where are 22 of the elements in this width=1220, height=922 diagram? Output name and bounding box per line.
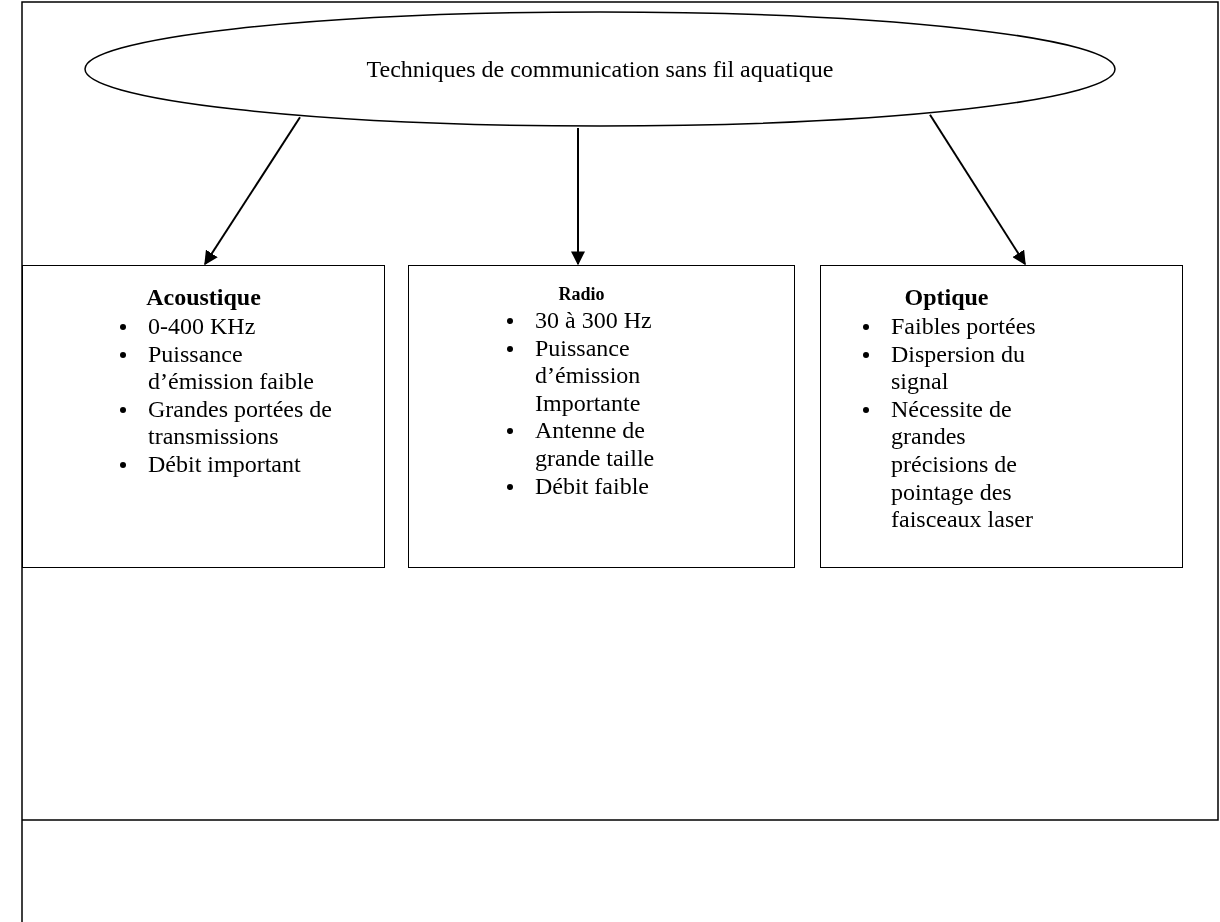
arrow — [204, 116, 301, 266]
arrow — [571, 126, 585, 266]
list-item: Puissance d’émission Importante — [535, 334, 641, 416]
category-heading: Radio — [557, 284, 606, 305]
category-box — [22, 265, 385, 568]
list-item: Dispersion du signal — [891, 340, 1025, 395]
list-item: 30 à 300 Hz — [535, 307, 652, 333]
list-item: Faibles portées — [891, 313, 1036, 339]
list-item: Débit faible — [535, 472, 649, 499]
category-box — [408, 265, 795, 568]
list-item: Débit important — [148, 450, 301, 477]
category-heading: Optique — [903, 284, 990, 311]
topic-title: Techniques de communication sans fil aquatique — [366, 55, 834, 83]
list-item: Grandes portées de transmissions — [148, 395, 332, 450]
arrow — [929, 113, 1026, 266]
topic-ellipse — [85, 12, 1115, 126]
list-item: Nécessite de grandes précisions de pointage des faisceaux laser — [891, 395, 1033, 533]
category-box — [820, 265, 1183, 568]
list-item: Antenne de grande taille — [535, 417, 655, 471]
category-heading: Acoustique — [145, 284, 262, 311]
list-item: Puissance d’émission faible — [148, 340, 314, 395]
list-item: 0-400 KHz — [148, 313, 256, 339]
